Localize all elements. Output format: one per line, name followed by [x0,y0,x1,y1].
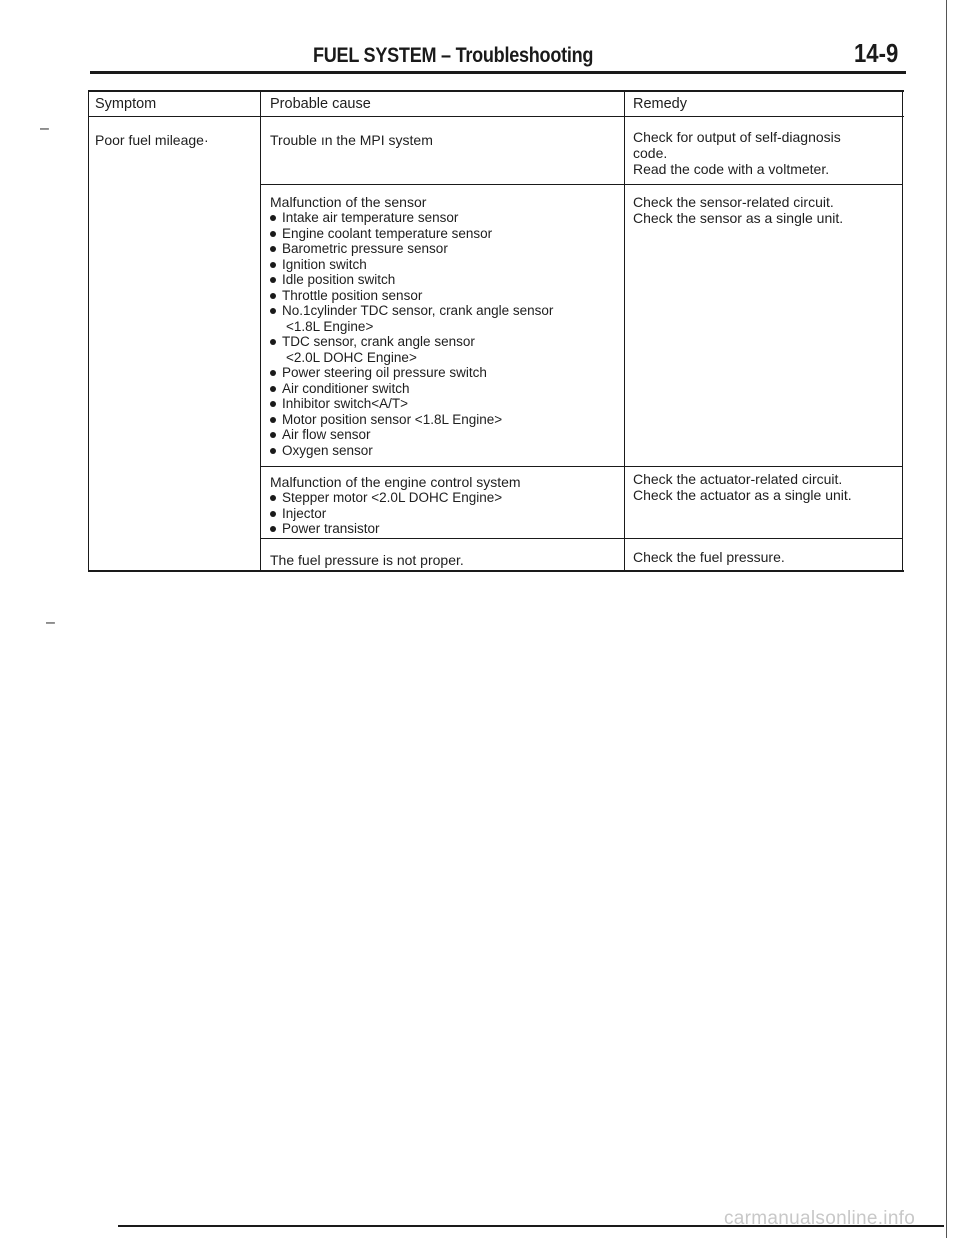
bullet-icon [270,370,276,376]
cause-block: Malfunction of the sensor Intake air tem… [258,194,553,458]
bullet-icon [270,230,276,237]
remedy-line: Check the sensor-related circuit. [633,194,834,210]
header-divider [90,71,906,74]
list-item: Ignition switch [270,257,553,273]
bullet-icon [270,526,276,532]
bullet-icon [270,447,276,454]
column-divider [260,90,261,572]
bullet-icon [270,339,276,345]
row-divider [260,538,903,539]
remedy-line: Check the fuel pressure. [633,549,785,565]
list-item: Engine coolant temperature sensor [270,226,553,242]
remedy-line: Check the actuator as a single unit. [633,487,852,503]
list-item: Idle position switch [270,272,553,288]
row-divider [260,466,903,467]
row-divider [260,184,903,185]
bullet-icon [270,432,276,438]
list-item: Air conditioner switch [270,381,553,397]
page-number: 14-9 [854,38,899,68]
footer-divider [118,1225,944,1227]
column-divider [624,90,625,572]
page-title: FUEL SYSTEM – Troubleshooting [313,44,594,67]
bullet-icon [270,292,276,299]
remedy-line: Check for output of self-diagnosis [633,129,841,145]
cause-title: Trouble ın the MPI system [270,132,433,148]
table-border-top [88,90,904,92]
remedy-text: Check for output of self-diagnosis code.… [633,129,841,177]
remedy-line: code. [633,145,668,161]
symptom-text: Poor fuel mileage· [95,132,209,148]
remedy-text: Check the sensor-related circuit. Check … [633,194,843,226]
bullet-icon [270,277,276,283]
list-item: Motor position sensor <1.8L Engine> [270,412,553,428]
list-item: Intake air temperature sensor [270,210,553,226]
bullet-icon [270,495,276,501]
remedy-text: Check the fuel pressure. [633,549,785,565]
remedy-line: Check the actuator-related circuit. [633,471,843,487]
header-row-divider [88,116,904,117]
table-border-left [88,90,89,572]
column-header-symptom: Symptom [95,96,157,112]
troubleshooting-table: Symptom Probable cause Remedy Poor fuel … [88,90,904,572]
list-item: Power steering oil pressure switch [270,365,553,381]
cause-title: The fuel pressure is not proper. [270,552,464,568]
actuator-list: Stepper motor <2.0L DOHC Engine> Injecto… [270,490,521,537]
margin-mark: – [46,614,55,631]
table-border-right [902,90,903,572]
page-edge-rule [946,0,947,1238]
list-item: Injector [270,506,521,522]
list-item: Inhibitor switch<A/T> [270,396,553,412]
bullet-icon [270,416,276,423]
bullet-icon [270,401,276,407]
bullet-icon [270,246,276,252]
list-item: Barometric pressure sensor [270,241,553,257]
remedy-line: Check the sensor as a single unit. [633,210,844,226]
bullet-icon [270,261,276,268]
bullet-icon [270,308,276,314]
list-item: TDC sensor, crank angle sensor<2.0L DOHC… [270,334,553,365]
list-item: Throttle position sensor [270,288,553,304]
column-header-remedy: Remedy [633,96,687,112]
list-item: Oxygen sensor [270,443,553,459]
list-item: No.1cylinder TDC sensor, crank angle sen… [270,303,553,334]
remedy-text: Check the actuator-related circuit. Chec… [633,471,852,503]
cause-title: Malfunction of the sensor [270,194,427,210]
cause-title: Malfunction of the engine control system [270,474,521,490]
list-item: Air flow sensor [270,427,553,443]
page-header: FUEL SYSTEM – Troubleshooting 14-9 [0,38,960,74]
sensor-list: Intake air temperature sensor Engine coo… [270,210,553,458]
cause-block: Malfunction of the engine control system… [258,474,521,537]
bullet-icon [270,215,276,221]
margin-mark: – [40,120,49,137]
watermark-text: carmanualsonline.info [724,1208,916,1229]
table-border-bottom [88,570,904,572]
bullet-icon [270,385,276,392]
column-header-cause: Probable cause [270,96,371,112]
bullet-icon [270,510,276,517]
list-item: Stepper motor <2.0L DOHC Engine> [270,490,521,506]
remedy-line: Read the code with a voltmeter. [633,161,830,177]
list-item: Power transistor [270,521,521,537]
